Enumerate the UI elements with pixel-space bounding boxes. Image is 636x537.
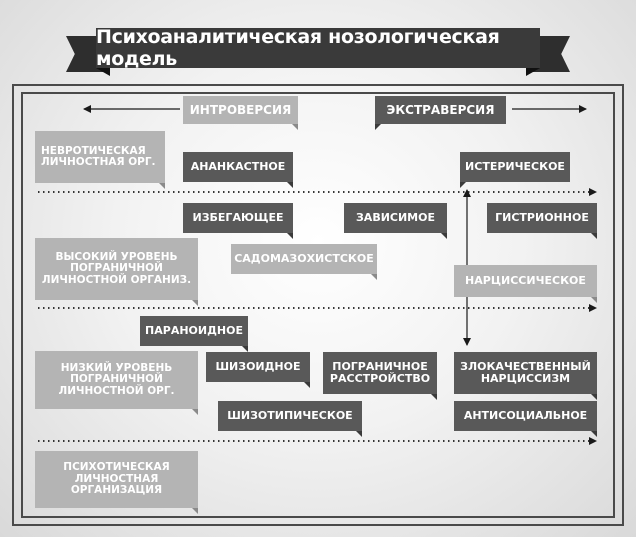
level-high-borderline: ВЫСОКИЙ УРОВЕНЬ ПОГРАНИЧНОЙ ЛИЧНОСТНОЙ О… [35,238,198,306]
box-anankastic: АНАНКАСТНОЕ [183,152,293,188]
level-neurotic: НЕВРОТИЧЕСКАЯ ЛИЧНОСТНАЯ ОРГ. [35,131,165,189]
box-narcissistic: НАРЦИССИЧЕСКОЕ [454,265,597,303]
introversion-label: ИНТРОВЕРСИЯ [183,96,298,130]
banner-fold-right [526,68,540,76]
box-borderline: ПОГРАНИЧНОЕ РАССТРОЙСТВО [323,352,437,400]
box-malignant-narcissism: ЗЛОКАЧЕСТВЕННЫЙ НАРЦИССИЗМ [454,352,597,400]
box-antisocial: АНТИСОЦИАЛЬНОЕ [454,401,597,437]
box-histrionic: ГИСТРИОННОЕ [487,203,597,239]
box-schizotypal: ШИЗОТИПИЧЕСКОЕ [218,401,362,437]
level-low-borderline: НИЗКИЙ УРОВЕНЬ ПОГРАНИЧНОЙ ЛИЧНОСТНОЙ ОР… [35,351,198,415]
inner-frame [21,92,615,518]
banner-fold-left [96,68,110,76]
diagram-title: Психоаналитическая нозологическая модель [96,26,540,70]
box-dependent: ЗАВИСИМОЕ [344,203,447,239]
box-sadomasochistic: САДОМАЗОХИСТСКОЕ [231,244,377,280]
box-schizoid: ШИЗОИДНОЕ [206,352,310,388]
level-psychotic: ПСИХОТИЧЕСКАЯ ЛИЧНОСТНАЯ ОРГАНИЗАЦИЯ [35,451,198,514]
box-paranoid: ПАРАНОИДНОЕ [140,316,248,352]
outer-frame [12,84,624,526]
extraversion-label: ЭКСТРАВЕРСИЯ [375,96,506,130]
box-hysteric: ИСТЕРИЧЕСКОЕ [460,152,570,188]
title-banner: Психоаналитическая нозологическая модель [66,26,570,76]
box-avoidant: ИЗБЕГАЮЩЕЕ [183,203,293,239]
